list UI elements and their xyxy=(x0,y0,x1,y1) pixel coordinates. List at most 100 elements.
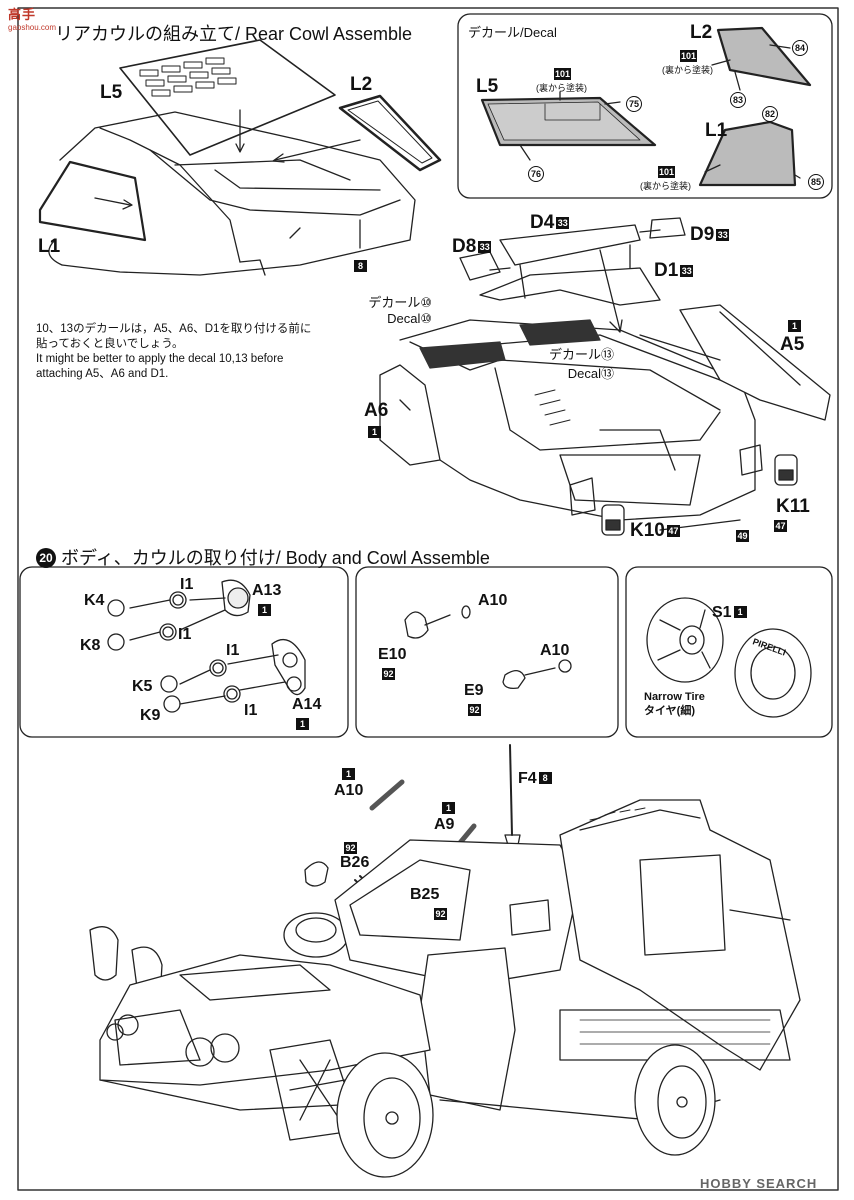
decal-number-76: 76 xyxy=(528,164,544,182)
part-code-badge: 8 xyxy=(538,772,552,784)
part-label-A10-a: A10 xyxy=(478,592,508,609)
step19-note: 10、13のデカールは，A5、A6、D1を取り付ける前に 貼っておくと良いでしょ… xyxy=(36,322,311,382)
part-code-8: 8 xyxy=(352,258,367,276)
decal-box-title: デカール/Decal xyxy=(468,25,557,40)
tire-label-en: Narrow Tire xyxy=(644,691,705,703)
rear-wing-drawing xyxy=(379,217,831,536)
part-label-A10-b: A10 xyxy=(540,642,570,659)
box2-frame xyxy=(355,566,619,738)
decal10-en: Decal⑩ xyxy=(387,311,432,326)
part-code-badge: 33 xyxy=(680,265,694,277)
decal-number-82: 82 xyxy=(762,104,778,122)
decal-number-75: 75 xyxy=(626,94,642,112)
part-label-I1-a: I1 xyxy=(180,576,194,593)
part-label-I1-b: I1 xyxy=(178,626,192,643)
decal13-label: デカール⑬ Decal⑬ xyxy=(540,344,614,382)
part-label-L2: L2 xyxy=(350,74,373,95)
decal-note-L5: 101 (裏から塗装) xyxy=(536,68,587,94)
decal-note-L1: 101 (裏から塗装) xyxy=(640,166,691,192)
part-label-E10: E10 xyxy=(378,646,407,663)
decal-number-circle: 83 xyxy=(730,92,746,108)
part-code-badge: 1 xyxy=(733,606,747,618)
decal-back-paint-L5: (裏から塗装) xyxy=(536,83,587,93)
part-label-text: S1 xyxy=(712,604,732,621)
decal13-jp: デカール⑬ xyxy=(548,347,614,362)
part-label-A6: A6 xyxy=(364,400,389,421)
decal-back-paint-L2: (裏から塗装) xyxy=(662,65,713,75)
decal-note-L2: 101 (裏から塗装) xyxy=(662,50,713,76)
part-label-L1: L1 xyxy=(38,236,61,257)
part-label-text: F4 xyxy=(518,770,537,787)
step20-number-badge: 20 xyxy=(36,548,56,568)
part-label-text: D1 xyxy=(654,260,679,281)
part-code-badge: 33 xyxy=(478,241,492,253)
part-label-A13: A13 xyxy=(252,582,282,599)
part-code-badge: 33 xyxy=(716,229,730,241)
part-label-A9: A9 xyxy=(434,816,455,833)
part-code-badge: 1 xyxy=(296,718,309,730)
tire-label: Narrow Tire タイヤ(細) xyxy=(644,690,705,718)
mirrors-drawing xyxy=(404,605,572,690)
part-label-text: D8 xyxy=(452,236,477,257)
decal-box-drawing xyxy=(480,26,812,187)
part-label-K11: K11 xyxy=(776,496,810,517)
part-code-badge: 1 xyxy=(342,768,355,780)
step20-title-text: ボディ、カウルの取り付け/ Body and Cowl Assemble xyxy=(61,548,490,568)
page-frame xyxy=(17,7,839,1191)
step19-note-jp-2: 貼っておくと良いでしょう。 xyxy=(36,338,184,350)
part-label-A5: A5 xyxy=(780,334,805,355)
decal-number-circle: 76 xyxy=(528,166,544,182)
decal-number-circle: 84 xyxy=(792,40,808,56)
decal-label-L5: L5 xyxy=(476,76,499,97)
part-code-badge: 1 xyxy=(442,802,455,814)
part-label-A10-main: A10 xyxy=(334,782,364,799)
decal-label-L1: L1 xyxy=(705,120,728,141)
part-label-K9: K9 xyxy=(140,707,161,724)
decal-number-circle: 75 xyxy=(626,96,642,112)
part-code-badge: 49 xyxy=(736,530,749,542)
part-code-A5: 1 xyxy=(786,318,801,336)
part-code-49: 49 xyxy=(734,528,749,546)
part-label-B26: B26 xyxy=(340,854,370,871)
watermark-logo-sub: gaoshou.com xyxy=(8,23,57,32)
part-code-E10: 92 xyxy=(380,666,395,684)
part-label-E9: E9 xyxy=(464,682,484,699)
part-label-text: D4 xyxy=(530,212,555,233)
part-label-L5: L5 xyxy=(100,82,123,103)
part-code-A10-main: 1 xyxy=(340,766,355,784)
part-code-badge: 1 xyxy=(788,320,801,332)
step19-title: リアカウルの組み立て/ Rear Cowl Assemble xyxy=(55,24,413,44)
part-label-K4: K4 xyxy=(84,592,105,609)
part-label-A14: A14 xyxy=(292,696,322,713)
tire-label-jp: タイヤ(細) xyxy=(644,705,695,717)
decal-number-83: 83 xyxy=(730,90,746,108)
part-label-text: D9 xyxy=(690,224,715,245)
rear-cowl-drawing xyxy=(38,39,442,276)
part-code-A9: 1 xyxy=(440,800,455,818)
part-code-badge: 92 xyxy=(434,908,447,920)
part-code-badge: 1 xyxy=(368,426,381,438)
part-code-badge: 47 xyxy=(666,525,680,537)
part-label-text: K10 xyxy=(630,520,665,541)
decal10-jp: デカール⑩ xyxy=(368,295,432,310)
part-code-badge: 33 xyxy=(556,217,570,229)
part-code-K11: 47 xyxy=(772,518,787,536)
part-code-A6: 1 xyxy=(366,424,381,442)
footer-brand: HOBBY SEARCH xyxy=(700,1176,818,1191)
part-label-K8: K8 xyxy=(80,637,101,654)
step19-note-en-1: It might be better to apply the decal 10… xyxy=(36,353,284,365)
part-label-I1-d: I1 xyxy=(244,702,258,719)
main-assembly-drawing xyxy=(89,744,801,1178)
decal-number-85: 85 xyxy=(808,172,824,190)
part-label-I1-c: I1 xyxy=(226,642,240,659)
step19-note-en-2: attaching A5、A6 and D1. xyxy=(36,368,169,380)
part-code-badge: 47 xyxy=(774,520,787,532)
part-code-badge: 92 xyxy=(344,842,357,854)
part-code-A14: 1 xyxy=(294,716,309,734)
